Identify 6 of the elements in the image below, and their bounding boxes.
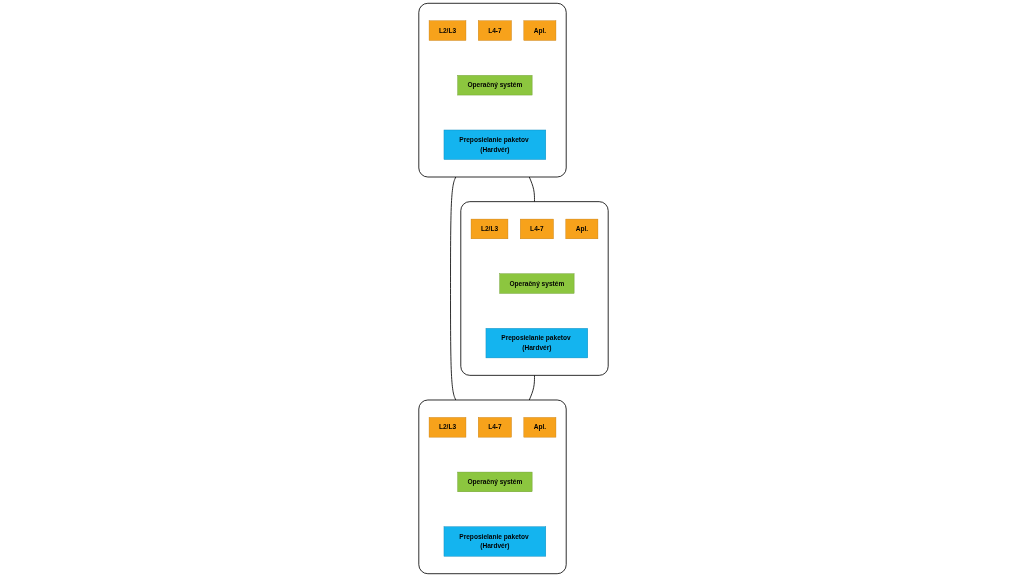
connector: [528, 176, 535, 203]
connector: [528, 374, 535, 401]
connector: [450, 176, 457, 401]
cluster: [460, 201, 609, 376]
cluster: [418, 2, 567, 178]
cluster: [418, 399, 567, 575]
